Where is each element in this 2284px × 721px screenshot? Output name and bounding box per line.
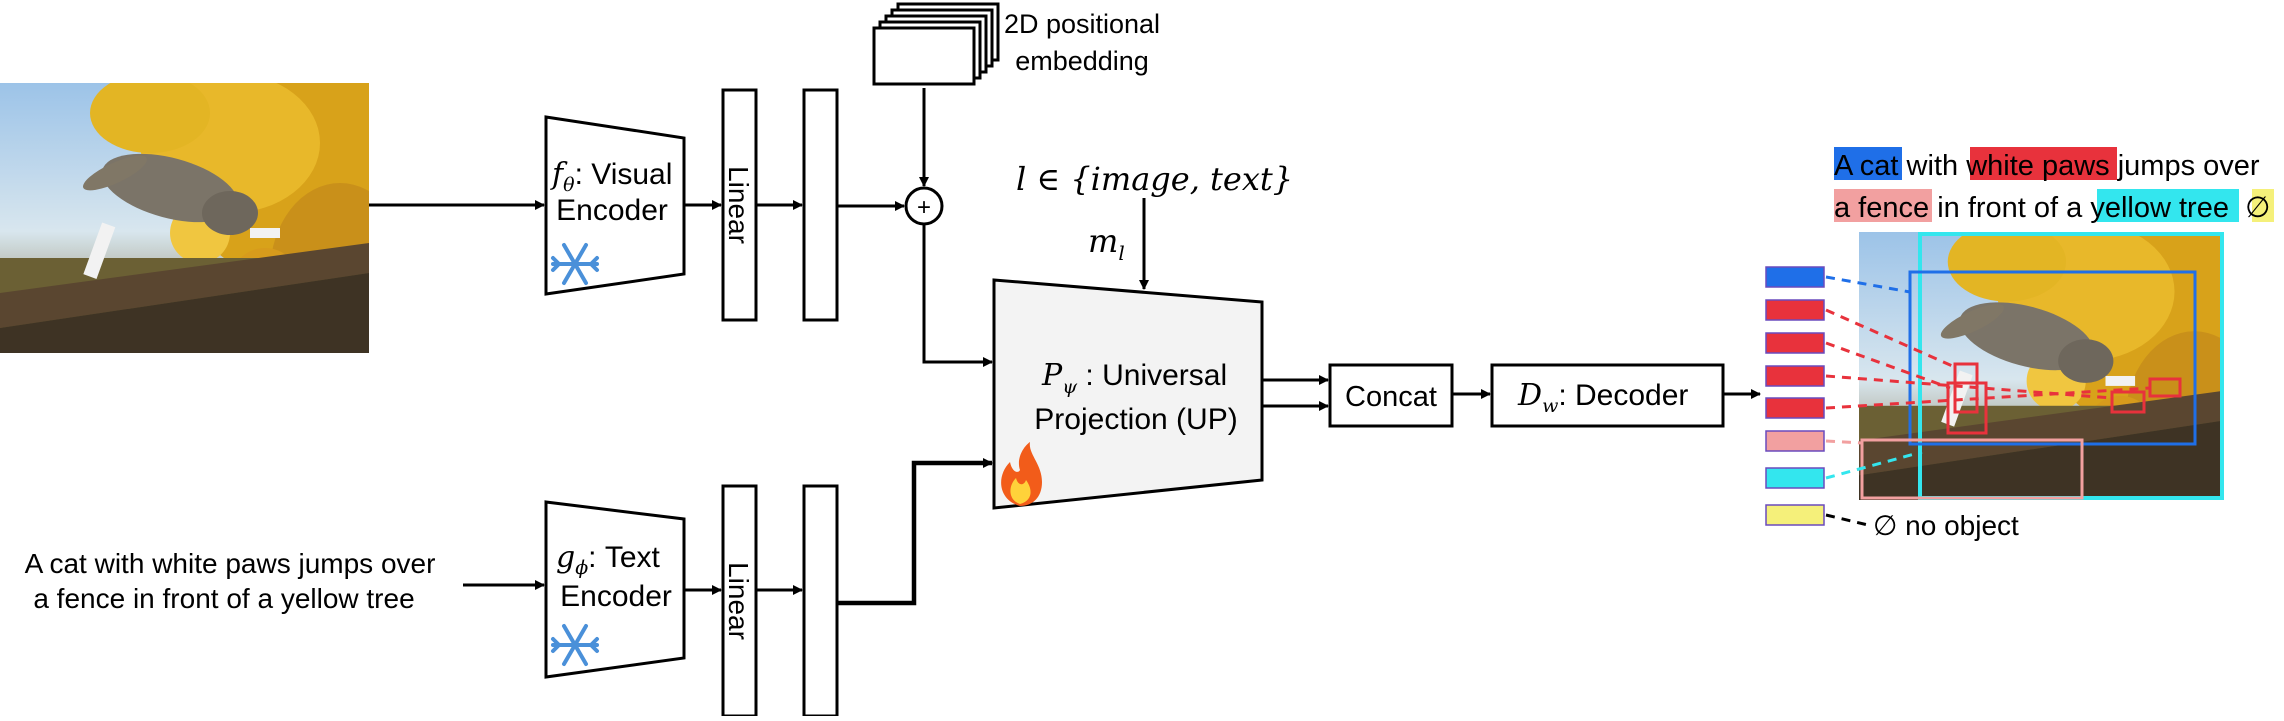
query-token (1765, 504, 1825, 526)
add-node-symbol: + (917, 194, 931, 221)
text-projection-layer (802, 484, 839, 718)
positional-embedding-label: 2D positional (1004, 9, 1160, 39)
query-token (1765, 365, 1825, 387)
input-text-line-2: a fence in front of a yellow tree (33, 583, 414, 614)
visual-linear-label: Linear (723, 166, 754, 244)
positional-embedding-icon (872, 2, 1000, 86)
caption-a-fence: a fence (1834, 192, 1929, 224)
query-token (1765, 430, 1825, 452)
modality-subscript: l (1118, 241, 1124, 265)
visual-projection-layer (802, 88, 839, 322)
caption-in-front: in front of a (1929, 192, 2090, 224)
query-token (1765, 467, 1825, 489)
caption-white-paws: white paws (1965, 150, 2109, 182)
box-paw-3 (2110, 390, 2146, 414)
no-object-label: ∅ no object (1873, 510, 2019, 541)
caption: A cat with white paws jumps over a fence… (1834, 147, 2274, 224)
input-text-line-1: A cat with white paws jumps over (25, 548, 436, 579)
box-paw-4 (2148, 377, 2182, 398)
matching-lines (1825, 275, 2151, 527)
projection-label-2: Projection (UP) (1034, 403, 1237, 436)
highlight-yellow-tree (2097, 189, 2239, 222)
caption-yellow-tree: yellow tree (2090, 192, 2229, 224)
decoder-symbol: D (1517, 378, 1542, 413)
text-encoder-symbol: g (556, 540, 575, 575)
text-encoder: gϕ: Text Encoder (544, 500, 686, 679)
svg-text:gϕ: Text: gϕ: Text (556, 540, 661, 579)
concat-label: Concat (1345, 381, 1437, 413)
visual-encoder-label: : Visual (575, 158, 673, 191)
projection-label: : Universal (1077, 359, 1227, 392)
svg-text:A cat with white paws jumps ov: A cat with white paws jumps over (1834, 150, 2260, 182)
svg-text:a fence in front of a yellow t: a fence in front of a yellow tree ∅ (1834, 192, 2270, 224)
visual-encoder-subscript: θ (563, 174, 575, 196)
caption-empty-set: ∅ (2245, 192, 2270, 224)
modality-equation: l ∈ {image, text} (1016, 160, 1293, 198)
visual-encoder: fθ: Visual Encoder (544, 115, 686, 296)
projection-subscript: ψ (1062, 376, 1078, 398)
visual-linear-layer (721, 88, 758, 322)
universal-projection: Pψ : Universal Projection (UP) (992, 278, 1264, 510)
caption-with: with (1899, 150, 1967, 182)
box-paw-2 (1946, 381, 1988, 435)
highlight-white-paws (1970, 147, 2117, 180)
caption-jumps-over: jumps over (2110, 150, 2260, 182)
snowflake-icon (551, 624, 599, 666)
positional-embedding-label-2: embedding (1015, 46, 1149, 76)
box-a-cat (1908, 270, 2197, 446)
query-tokens (1765, 266, 1825, 526)
text-linear-label: Linear (723, 562, 754, 640)
decoder-subscript: w (1542, 395, 1558, 417)
text-encoder-subscript: ϕ (575, 557, 588, 579)
svg-text:fθ: Visual: fθ: Visual (550, 157, 672, 196)
caption-a-cat: A cat (1834, 150, 1899, 182)
svg-text:Dw: Decoder: Dw: Decoder (1517, 378, 1688, 417)
text-encoder-label-2: Encoder (560, 580, 672, 613)
highlight-empty-set (2252, 189, 2274, 222)
connections (369, 88, 1761, 606)
query-token (1765, 397, 1825, 419)
modality-symbol: m (1088, 222, 1118, 260)
query-token (1765, 332, 1825, 354)
caption-gap (2229, 192, 2245, 224)
highlight-a-fence (1834, 189, 1932, 222)
text-encoder-label: : Text (588, 541, 660, 574)
text-linear-layer (721, 484, 758, 718)
highlight-a-cat (1834, 147, 1902, 180)
svg-text:ml: ml (1088, 222, 1125, 265)
svg-text:Pψ : Universal: Pψ : Universal (1041, 358, 1227, 398)
query-token (1765, 299, 1825, 321)
visual-encoder-label-2: Encoder (556, 194, 668, 227)
query-token (1765, 266, 1825, 288)
snowflake-icon (551, 243, 599, 285)
decoder-label: : Decoder (1558, 379, 1688, 412)
input-image (0, 83, 369, 353)
fire-icon (1001, 442, 1042, 506)
decoder-block (1490, 363, 1725, 428)
projection-symbol: P (1041, 358, 1063, 393)
